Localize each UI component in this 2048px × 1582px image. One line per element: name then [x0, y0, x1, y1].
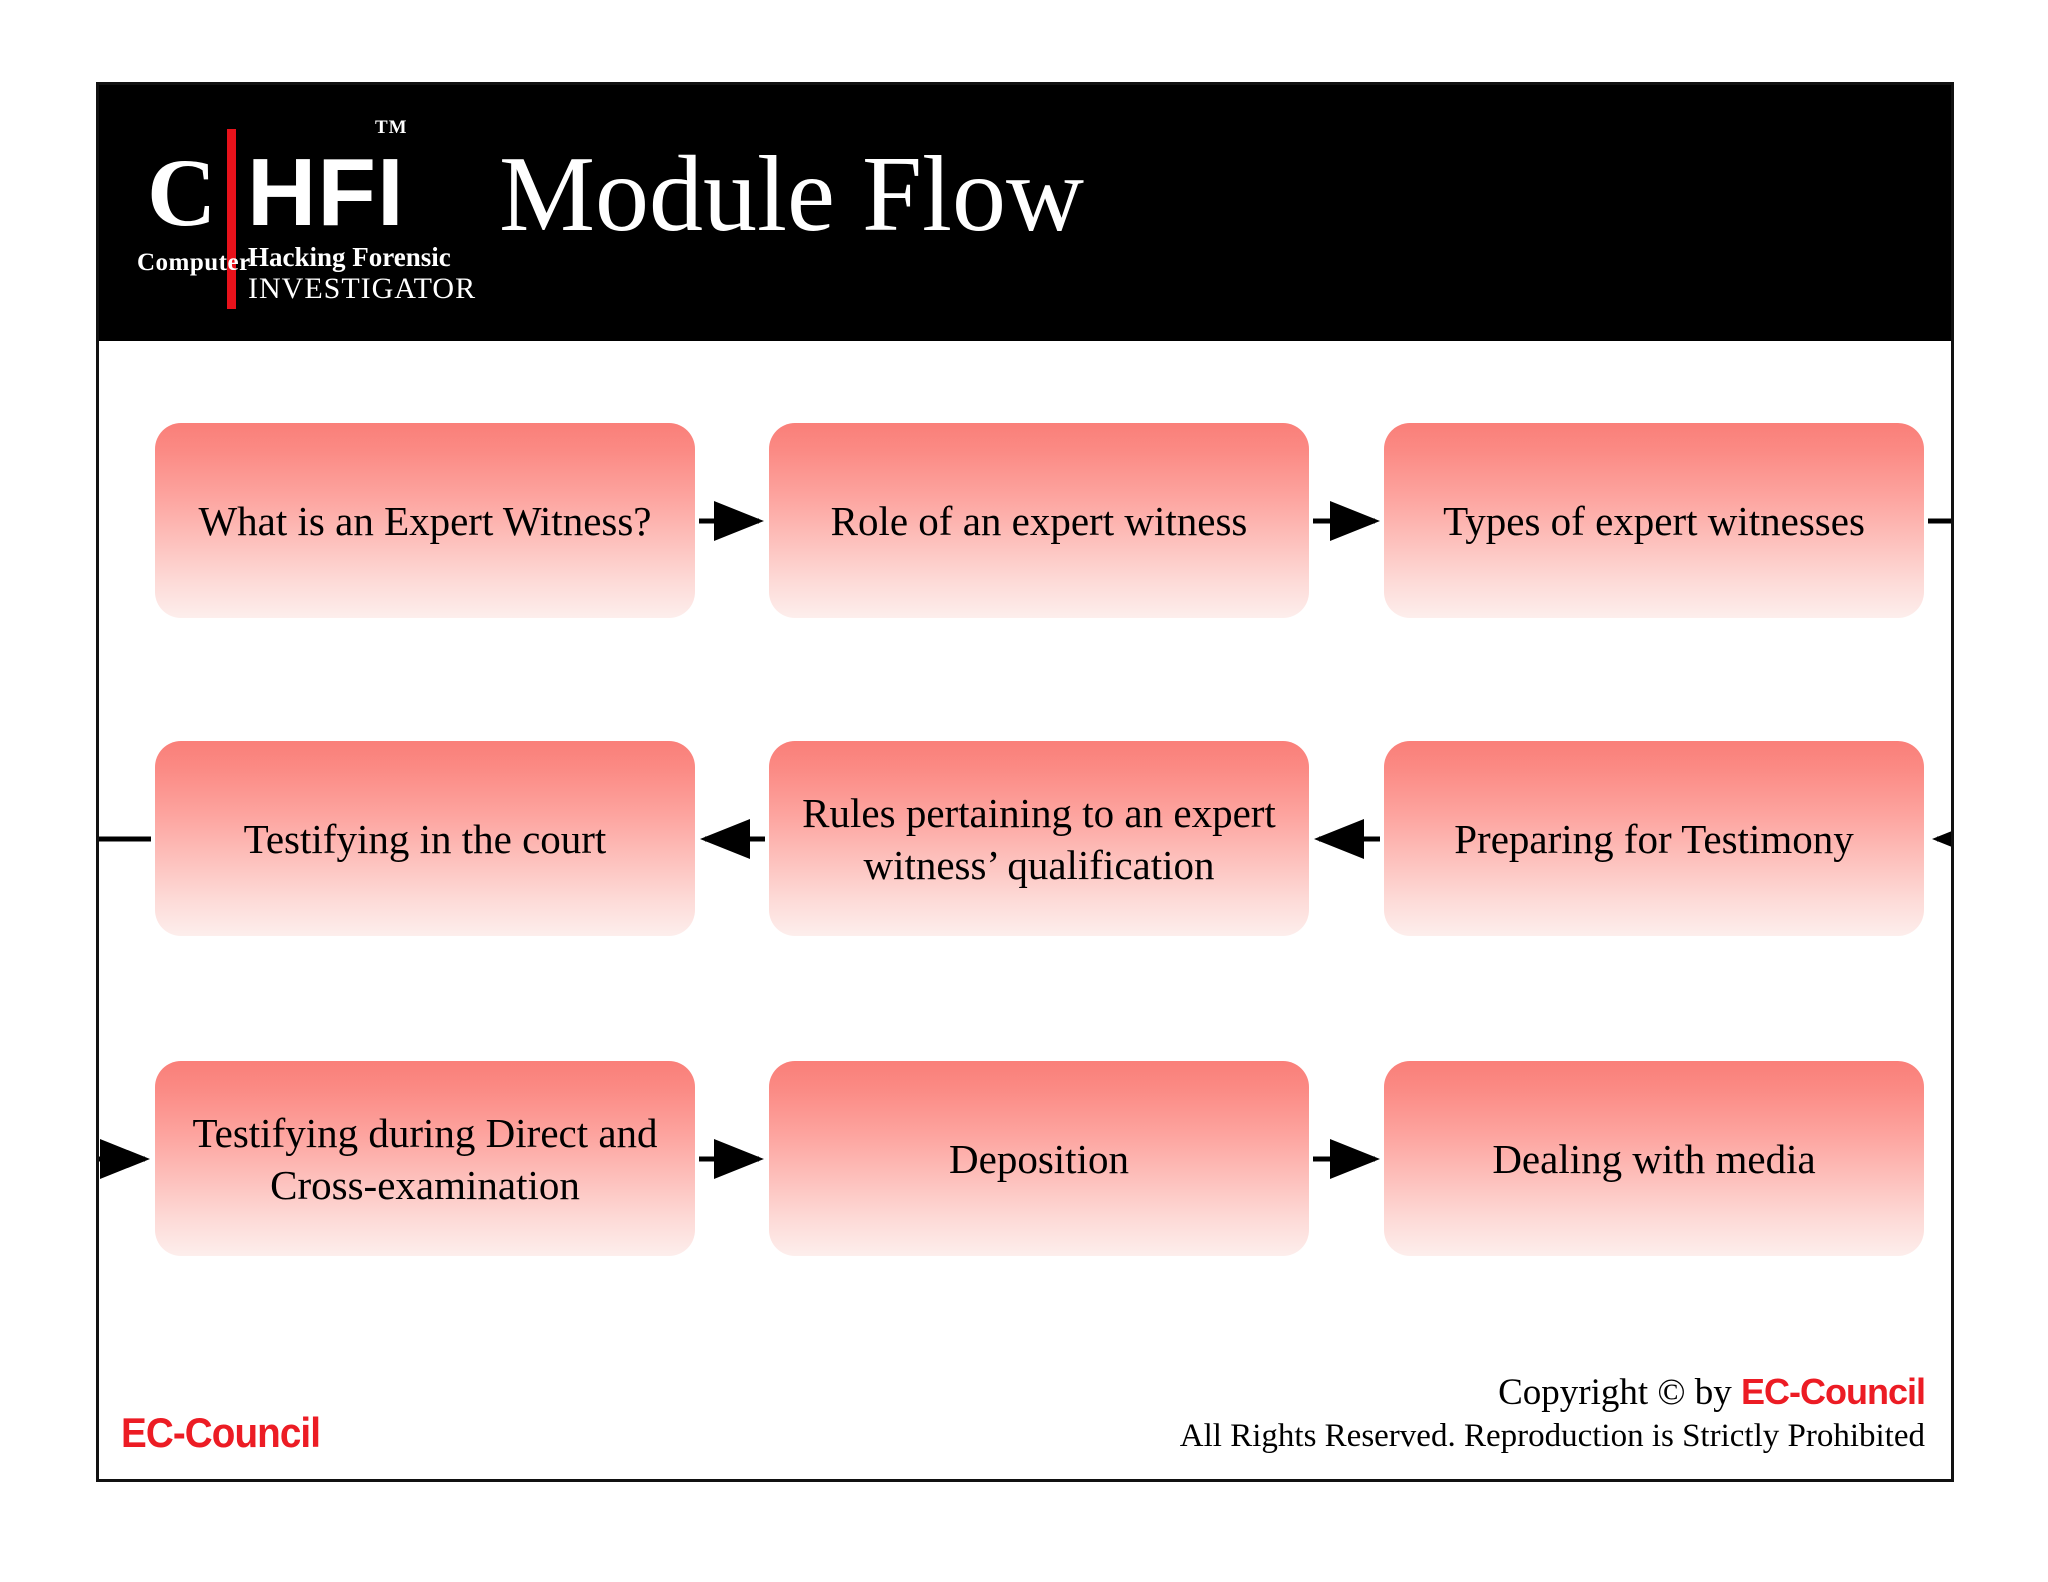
flow-node-deposition[interactable]: Deposition: [769, 1061, 1309, 1256]
flow-node-label: Role of an expert witness: [830, 497, 1248, 544]
page-title: Module Flow: [499, 135, 1085, 254]
edge-n4-n7: [99, 836, 151, 1179]
slide-header: C HFI TM Computer Hacking Forensic INVES…: [99, 85, 1951, 341]
edge-n3-n6: [1928, 518, 1951, 859]
slide-canvas: C HFI TM Computer Hacking Forensic INVES…: [96, 82, 1954, 1482]
flow-node-label: Rules pertaining to an expert witness’ q…: [802, 789, 1276, 888]
copyright-line-2: All Rights Reserved. Reproduction is Str…: [1179, 1418, 1925, 1454]
copyright-brand: EC-Council: [1741, 1371, 1926, 1412]
flow-node-types-of-expert-witnesses[interactable]: Types of expert witnesses: [1384, 423, 1924, 618]
chfi-logo: C HFI TM Computer Hacking Forensic INVES…: [129, 107, 475, 309]
flow-node-label: Dealing with media: [1492, 1135, 1816, 1182]
flow-node-preparing-for-testimony[interactable]: Preparing for Testimony: [1384, 741, 1924, 936]
flow-node-label: What is an Expert Witness?: [198, 497, 652, 544]
flow-node-label: Testifying during Direct and Cross-exami…: [192, 1109, 658, 1208]
flow-node-what-is-an-expert-witness[interactable]: What is an Expert Witness?: [155, 423, 695, 618]
flow-node-testifying-in-the-court[interactable]: Testifying in the court: [155, 741, 695, 936]
flow-node-label: Types of expert witnesses: [1443, 497, 1865, 544]
flow-node-testifying-during-direct-and-cross-examination[interactable]: Testifying during Direct and Cross-exami…: [155, 1061, 695, 1256]
flow-node-role-of-an-expert-witness[interactable]: Role of an expert witness: [769, 423, 1309, 618]
flow-node-label: Deposition: [949, 1135, 1129, 1182]
logo-letters-hfi: HFI: [247, 139, 405, 246]
logo-letter-c: C: [147, 139, 216, 246]
trademark-icon: TM: [375, 117, 408, 138]
flow-node-dealing-with-media[interactable]: Dealing with media: [1384, 1061, 1924, 1256]
flow-node-rules-pertaining-to-expert-witness-qualification[interactable]: Rules pertaining to an expert witness’ q…: [769, 741, 1309, 936]
copyright-block: Copyright © by EC-Council All Rights Res…: [1179, 1370, 1926, 1457]
logo-word-computer: Computer: [137, 249, 251, 276]
flow-node-label: Testifying in the court: [243, 815, 607, 862]
logo-subtitle-line1: Hacking Forensic: [248, 242, 451, 272]
module-flow-diagram: What is an Expert Witness? Role of an ex…: [99, 341, 1951, 1479]
footer-brand-logo: EC-Council: [121, 1409, 321, 1456]
logo-red-bar-icon: [227, 129, 236, 309]
copyright-prefix: Copyright © by: [1498, 1372, 1741, 1413]
logo-subtitle-line2: INVESTIGATOR: [248, 272, 477, 305]
copyright-line-1: Copyright © by EC-Council: [1180, 1370, 1926, 1415]
flow-node-label: Preparing for Testimony: [1454, 815, 1854, 862]
